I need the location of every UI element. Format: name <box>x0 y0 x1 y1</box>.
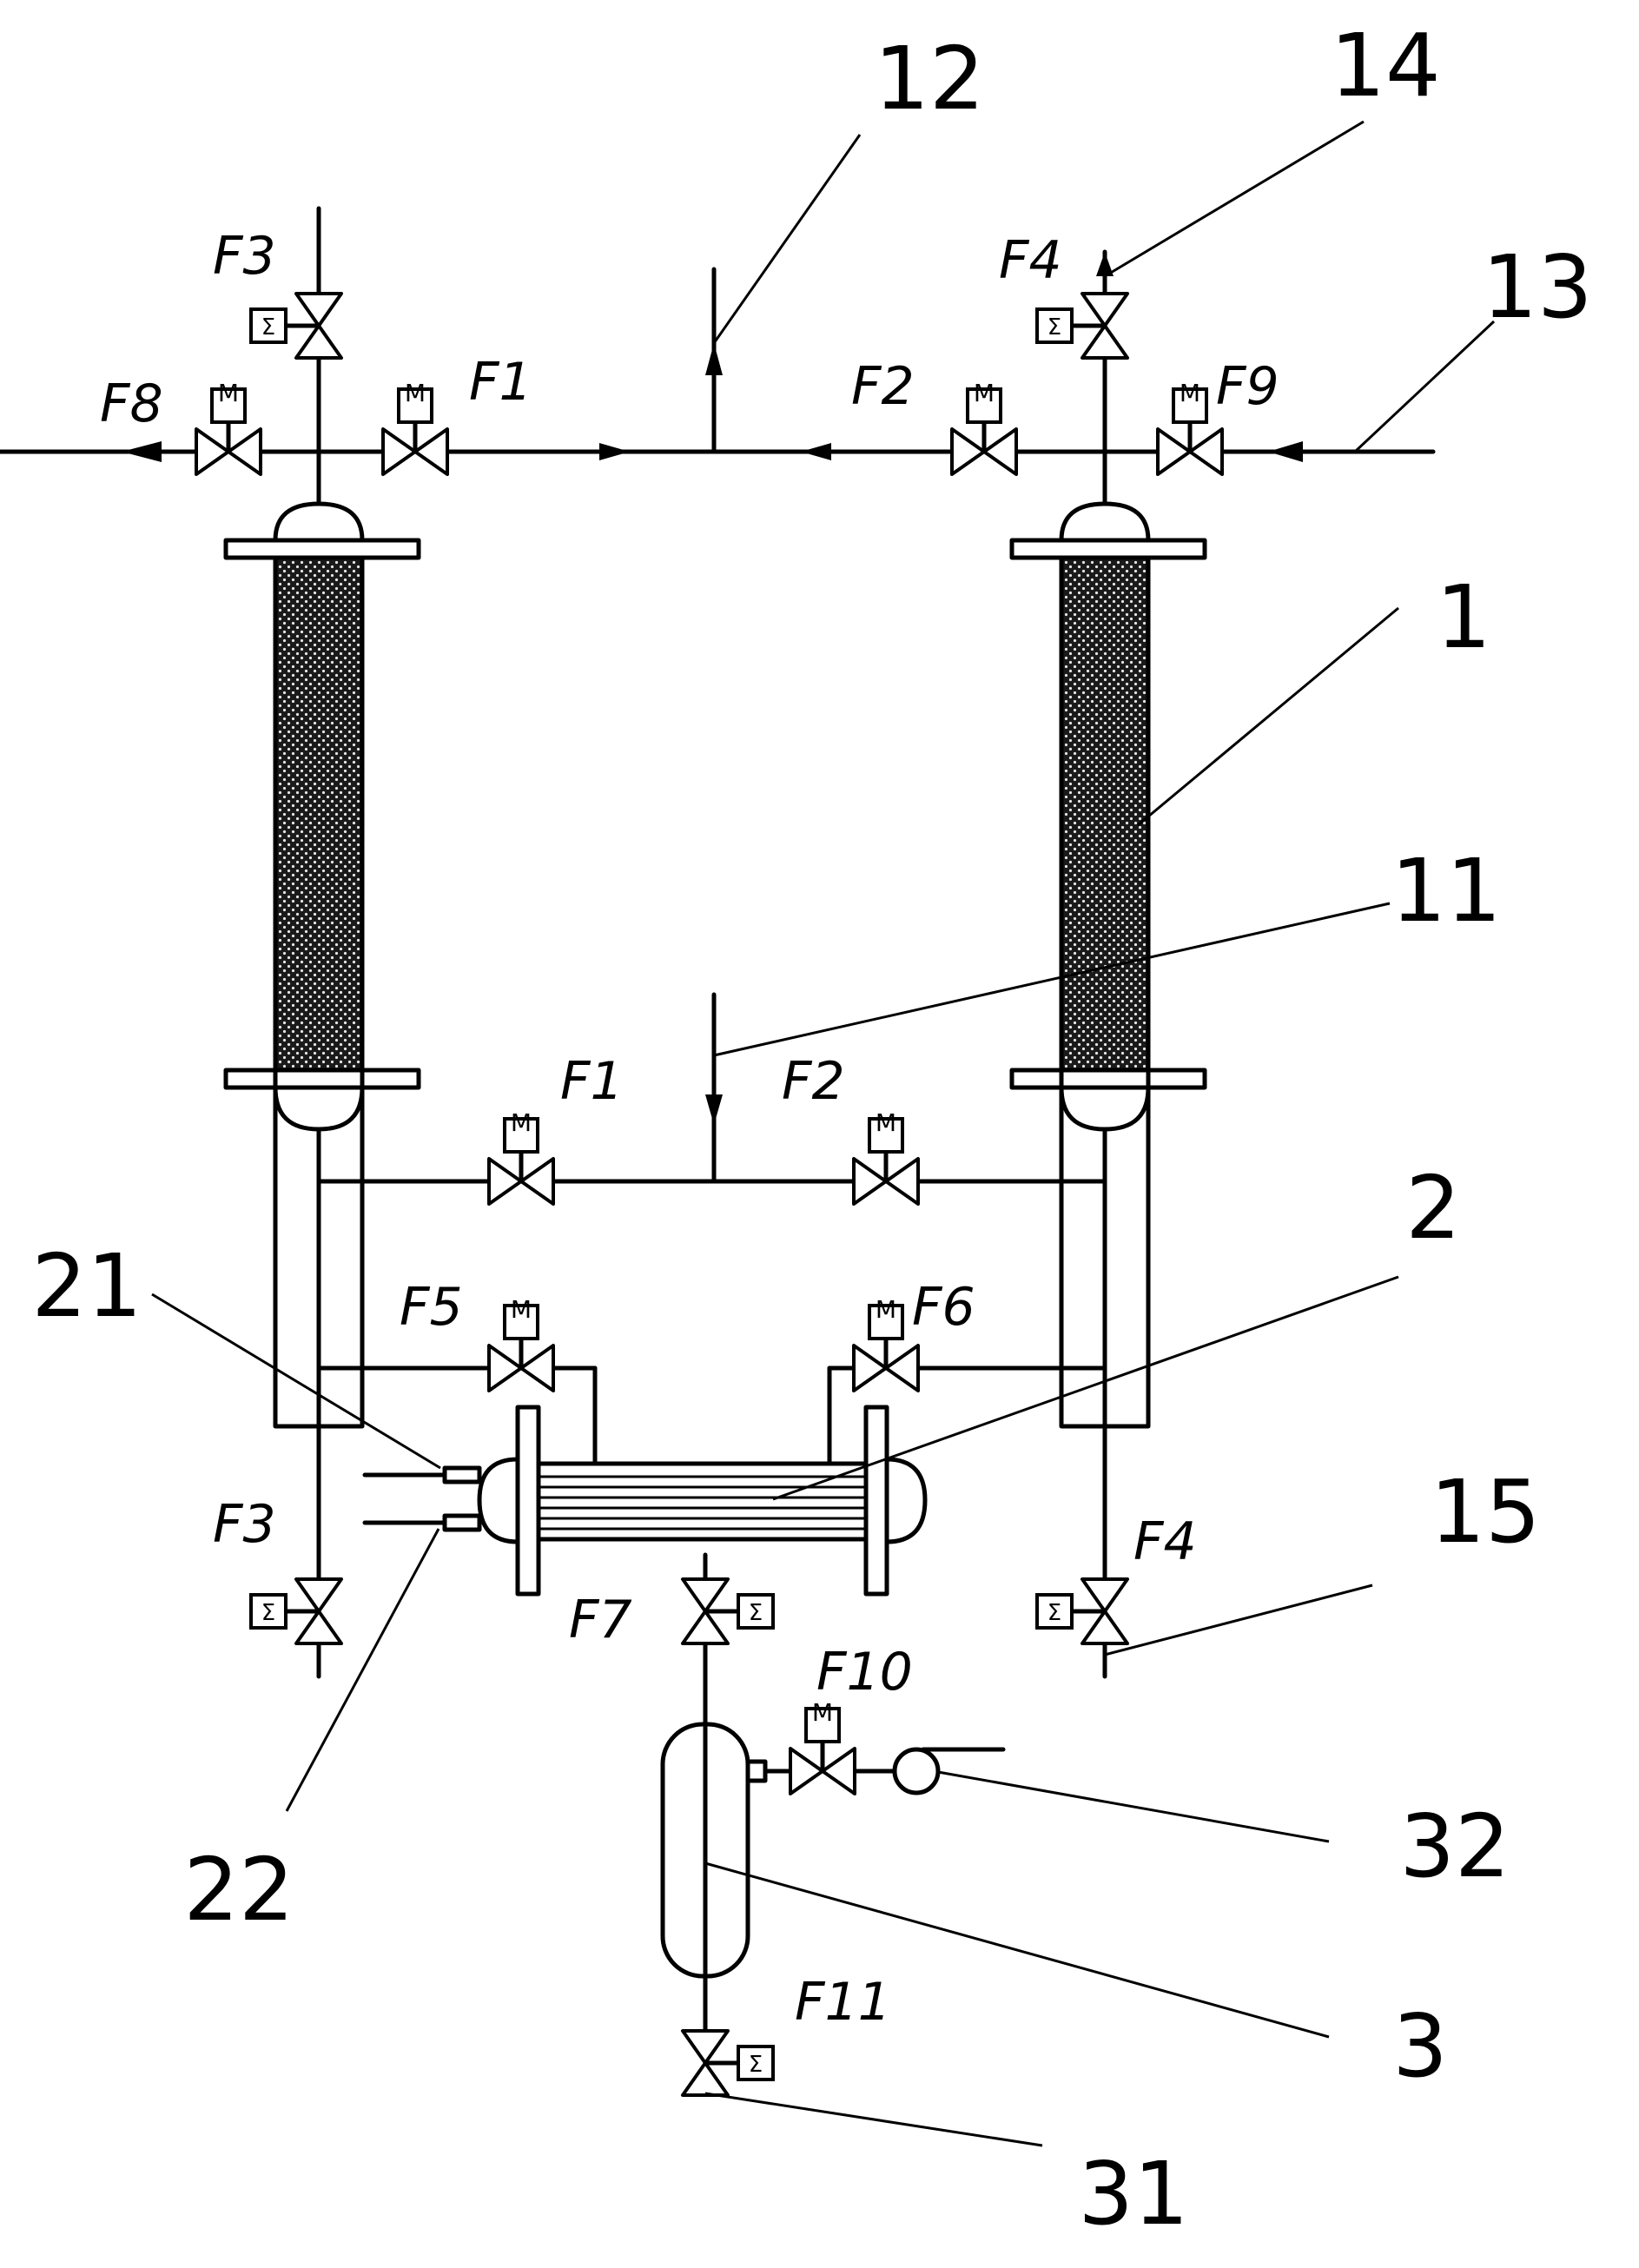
ref-13: 13 <box>1482 236 1592 338</box>
svg-text:Σ: Σ <box>749 1600 763 1626</box>
label-f8: F8 <box>100 374 163 434</box>
label-f2-mid: F2 <box>782 1051 845 1112</box>
valve-f9: M <box>1156 379 1224 476</box>
svg-text:M: M <box>218 379 239 407</box>
valve-f3-top: Σ <box>251 292 343 360</box>
ref-22: 22 <box>183 1839 294 1941</box>
label-f10: F10 <box>816 1642 913 1703</box>
leader-lines <box>151 120 1496 2147</box>
heat-exchanger <box>362 1405 928 1597</box>
label-f11: F11 <box>795 1972 891 2033</box>
label-f9: F9 <box>1216 356 1279 417</box>
ref-1: 1 <box>1436 566 1491 668</box>
valve-f5: M <box>487 1295 555 1392</box>
label-f1-mid: F1 <box>560 1051 624 1112</box>
valve-f7: Σ <box>681 1577 773 1645</box>
svg-text:M: M <box>876 1295 896 1324</box>
svg-text:M: M <box>1180 379 1200 407</box>
svg-text:Σ: Σ <box>261 314 275 341</box>
label-f5: F5 <box>400 1277 463 1338</box>
valve-labels: F3 F4 F8 F1 F2 F9 F1 F2 F5 F6 F3 F4 F7 F… <box>100 226 1279 2033</box>
valve-f1-top: M <box>381 379 449 476</box>
valve-f8: M <box>195 379 262 476</box>
svg-text:Σ: Σ <box>749 2052 763 2078</box>
label-f4-top: F4 <box>999 230 1062 291</box>
valve-f4-bottom: Σ <box>1037 1577 1129 1645</box>
valve-f11: Σ <box>681 2029 773 2097</box>
reference-numbers: 12 14 13 1 11 2 21 15 32 22 3 31 <box>31 15 1592 2245</box>
ref-2: 2 <box>1405 1157 1461 1259</box>
label-f4-bottom: F4 <box>1133 1511 1197 1572</box>
label-f7: F7 <box>569 1590 632 1650</box>
valve-f6: M <box>852 1295 920 1392</box>
ref-3: 3 <box>1392 1995 1448 2097</box>
ref-11: 11 <box>1391 840 1501 942</box>
ref-21: 21 <box>31 1235 142 1337</box>
svg-text:M: M <box>405 379 426 407</box>
label-f2-top: F2 <box>851 356 915 417</box>
svg-text:M: M <box>511 1108 532 1137</box>
valve-f10: M <box>789 1698 856 1795</box>
svg-text:M: M <box>812 1698 833 1727</box>
svg-text:M: M <box>876 1108 896 1137</box>
label-f3-top: F3 <box>213 226 276 287</box>
ref-31: 31 <box>1078 2143 1188 2245</box>
label-f6: F6 <box>912 1277 975 1338</box>
ref-15: 15 <box>1430 1461 1540 1563</box>
ref-12: 12 <box>874 28 984 129</box>
valve-f2-top: M <box>950 379 1018 476</box>
ref-32: 32 <box>1399 1795 1510 1897</box>
valve-f4-top: Σ <box>1037 292 1129 360</box>
ref-14: 14 <box>1330 15 1440 116</box>
valve-f2-mid: M <box>852 1108 920 1206</box>
valve-f1-mid: M <box>487 1108 555 1206</box>
valve-f3-bottom: Σ <box>251 1577 343 1645</box>
svg-text:Σ: Σ <box>261 1600 275 1626</box>
label-f1-top: F1 <box>469 352 532 413</box>
svg-text:M: M <box>974 379 995 407</box>
svg-text:Σ: Σ <box>1048 314 1061 341</box>
svg-text:Σ: Σ <box>1048 1600 1061 1626</box>
svg-text:M: M <box>511 1295 532 1324</box>
label-f3-bottom: F3 <box>213 1494 276 1555</box>
